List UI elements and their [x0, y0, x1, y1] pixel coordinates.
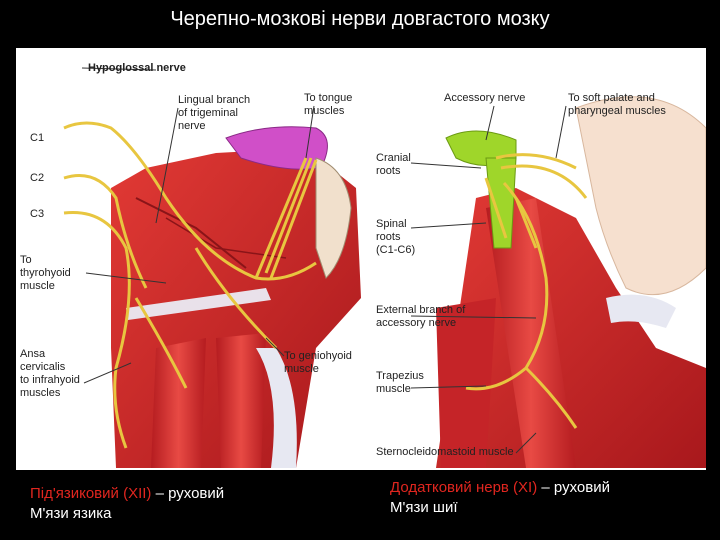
label-to-soft-palate: To soft palate and pharyngeal muscles — [568, 92, 666, 117]
label-external-branch: External branch of accessory nerve — [376, 304, 466, 329]
left-panel-illustration — [63, 67, 361, 468]
label-c1: C1 — [30, 132, 45, 144]
label-c2: C2 — [30, 172, 45, 184]
label-ansa-cervicalis: Ansa cervicalis to infrahyoid muscles — [20, 348, 80, 399]
caption-right-type: – руховий — [537, 479, 610, 496]
label-lingual-branch: Lingual branch of trigeminal nerve — [178, 94, 251, 132]
label-trapezius: Trapezius muscle — [376, 370, 424, 395]
label-sternocleidomastoid: Sternocleidomastoid muscle — [376, 446, 514, 458]
label-cranial-roots: Cranial roots — [376, 152, 411, 177]
anatomy-figure: Hypoglossal nerve Lingual branch of trig… — [16, 48, 706, 470]
caption-right-nerve-name: Додатковий нерв (XI) — [390, 479, 538, 496]
label-c3: C3 — [30, 208, 45, 220]
label-to-tongue-muscles: To tongue muscles — [304, 92, 353, 117]
label-spinal-roots: Spinal roots (C1-C6) — [376, 218, 416, 256]
label-to-geniohyoid: To geniohyoid muscle — [284, 350, 352, 375]
label-thyrohyoid: To thyrohyoid muscle — [20, 254, 71, 292]
anatomy-illustration — [63, 67, 706, 468]
caption-left-muscles: М'язи язика — [30, 505, 112, 522]
slide-title: Черепно-мозкові нерви довгастого мозку — [170, 8, 550, 30]
right-panel-illustration — [410, 96, 706, 468]
label-accessory-nerve: Accessory nerve — [444, 92, 526, 104]
caption-right: Додатковий нерв (XI) – руховий М'язи шиї — [390, 478, 610, 518]
caption-left: Під'язиковий (XII) – руховий М'язи язика — [30, 484, 224, 524]
label-hypoglossal-nerve: Hypoglossal nerve — [88, 62, 186, 74]
caption-left-nerve-name: Під'язиковий (XII) — [30, 485, 152, 502]
caption-left-type: – руховий — [151, 485, 225, 502]
caption-right-muscles: М'язи шиї — [390, 499, 458, 516]
